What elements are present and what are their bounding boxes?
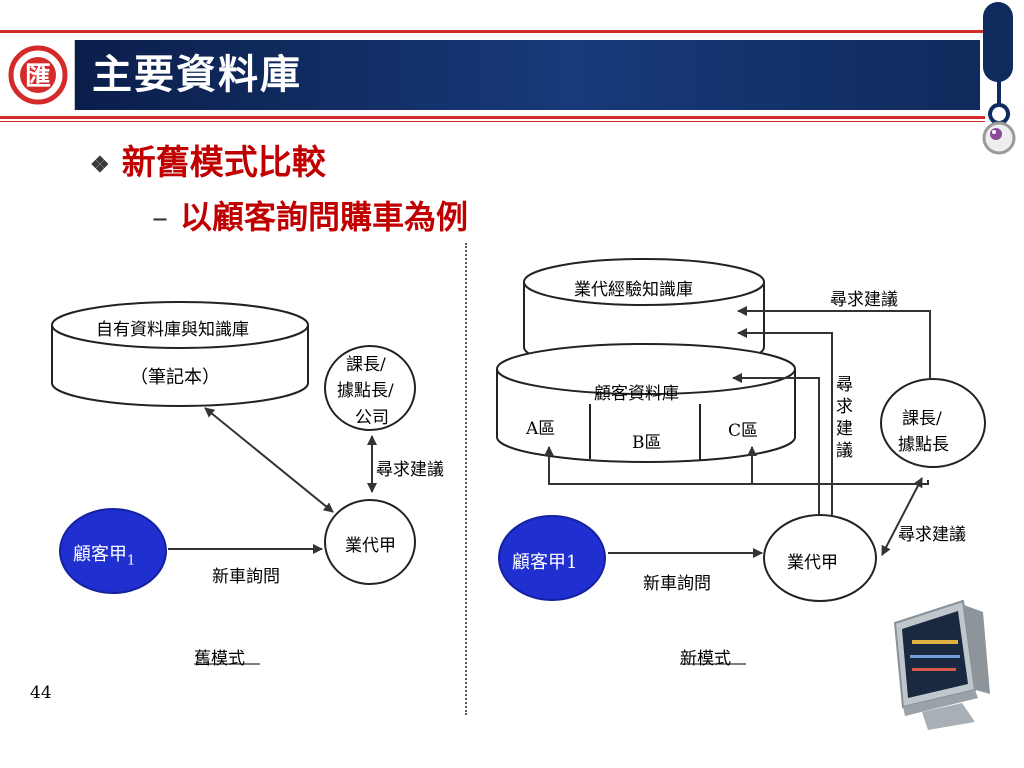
old-agent-label: 業代甲 [345, 536, 396, 556]
old-customer-subscript: 1 [127, 553, 136, 569]
old-db-agent-arrow [204, 407, 334, 513]
customer-db-label: 顧客資料庫 [594, 384, 679, 404]
old-customer-circle [59, 508, 167, 594]
slide-title: 主要資料庫 [92, 51, 302, 98]
bullet-main: ❖ 新舊模式比較 [90, 135, 326, 184]
old-manager-line-2: 據點長/ [337, 381, 394, 401]
old-manager-circle [324, 345, 416, 431]
new-agent-manager-arrow [881, 477, 923, 556]
new-ask-advice-bottom: 尋求建議 [898, 525, 966, 545]
vertical-char-2: 求 [836, 397, 853, 417]
old-customer-label: 顧客甲1 [73, 540, 135, 569]
vertical-char-4: 議 [836, 441, 853, 461]
old-manager-line-3: 公司 [355, 408, 389, 428]
new-model-caption: 新模式 [680, 649, 731, 669]
manager-knowledge-arrow [737, 306, 931, 380]
old-agent-circle [324, 499, 416, 585]
old-inquiry-label: 新車詢問 [212, 567, 280, 587]
new-customer-circle [498, 515, 606, 601]
header-bottom-red-line [0, 116, 985, 119]
header-top-red-line [0, 30, 985, 33]
old-customer-name: 顧客甲 [73, 544, 127, 565]
bullet-dash-icon: – [152, 198, 168, 236]
old-db-sub-label: （筆記本） [130, 367, 220, 388]
company-logo: 匯 [2, 40, 76, 110]
new-manager-line-2: 據點長 [898, 435, 949, 455]
bullet-diamond-icon: ❖ [90, 152, 110, 178]
corner-decoration [982, 2, 1016, 155]
bullet-sub-text: 以顧客詢問購車為例 [180, 198, 469, 236]
old-manager-line-1: 課長/ [346, 355, 386, 375]
model-divider [465, 243, 467, 715]
old-database-cylinder [51, 301, 309, 407]
monitor-icon [893, 599, 990, 730]
bullet-sub: –以顧客詢問購車為例 [152, 192, 468, 238]
zone-b-label: B區 [632, 433, 662, 453]
vertical-char-1: 尋 [836, 375, 853, 395]
old-db-label: 自有資料庫與知識庫 [96, 320, 249, 340]
page-number: 44 [30, 683, 52, 703]
new-ask-advice-top: 尋求建議 [830, 290, 898, 310]
new-agent-label: 業代甲 [787, 553, 838, 573]
logo-char: 匯 [25, 62, 51, 92]
zone-c-label: C區 [728, 421, 759, 441]
new-inquiry-label: 新車詢問 [643, 574, 711, 594]
title-bar [75, 40, 980, 110]
vertical-char-3: 建 [836, 419, 853, 439]
old-ask-advice-label: 尋求建議 [376, 460, 444, 480]
zone-a-label: A區 [526, 419, 556, 439]
agent-customer-db-arrow [732, 373, 820, 515]
new-customer-label: 顧客甲1 [512, 552, 578, 573]
header-bottom-red-line-thin [0, 121, 985, 122]
agent-knowledge-arrow [737, 328, 833, 515]
new-manager-line-1: 課長/ [902, 409, 942, 429]
new-ask-advice-vertical: 尋 求 建 議 [836, 374, 853, 462]
manager-zone-a-arrow [544, 446, 929, 485]
customer-db-cylinder [496, 343, 796, 463]
new-manager-circle [880, 378, 986, 468]
bullet-main-text: 新舊模式比較 [121, 143, 326, 183]
knowledge-db-label: 業代經驗知識庫 [574, 280, 693, 300]
old-model-caption: 舊模式 [194, 649, 245, 669]
